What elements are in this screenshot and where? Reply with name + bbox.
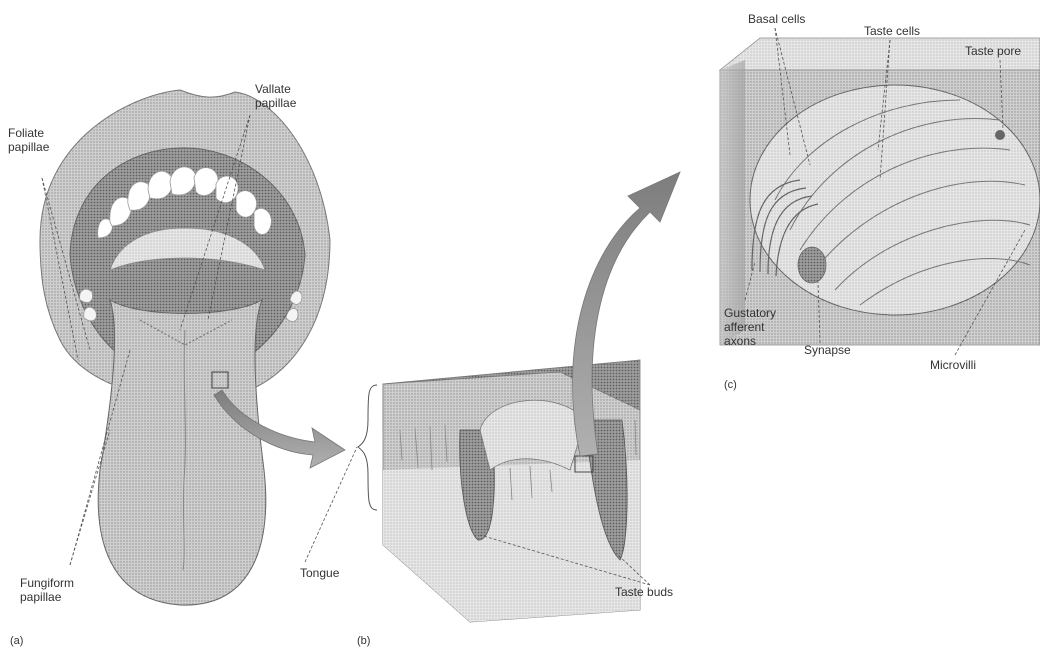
tissue-block (358, 172, 680, 622)
vallate-papillae-label: Vallate papillae (255, 82, 296, 110)
foliate-papillae-label: Foliate papillae (8, 126, 49, 154)
mouth-illustration (40, 90, 345, 605)
basal-cells-label: Basal cells (748, 12, 805, 26)
taste-pore-opening (995, 130, 1005, 140)
tongue-bracket (358, 385, 377, 510)
bud-block-side (720, 60, 745, 345)
synapse-region (798, 247, 826, 283)
synapse-label: Synapse (804, 343, 851, 357)
fungiform-papillae-label: Fungiform papillae (20, 576, 74, 604)
panel-b-label: (b) (357, 634, 370, 648)
taste-bud-block (720, 38, 1040, 345)
panel-c-label: (c) (724, 378, 737, 392)
taste-buds-label: Taste buds (615, 585, 673, 599)
taste-cells-label: Taste cells (864, 24, 920, 38)
microvilli-label: Microvilli (930, 358, 976, 372)
taste-pore-label: Taste pore (965, 44, 1021, 58)
tongue-label: Tongue (300, 566, 339, 580)
tongue (98, 300, 266, 605)
panel-a-label: (a) (10, 634, 23, 648)
gustatory-afferent-axons-label: Gustatory afferent axons (724, 306, 776, 348)
